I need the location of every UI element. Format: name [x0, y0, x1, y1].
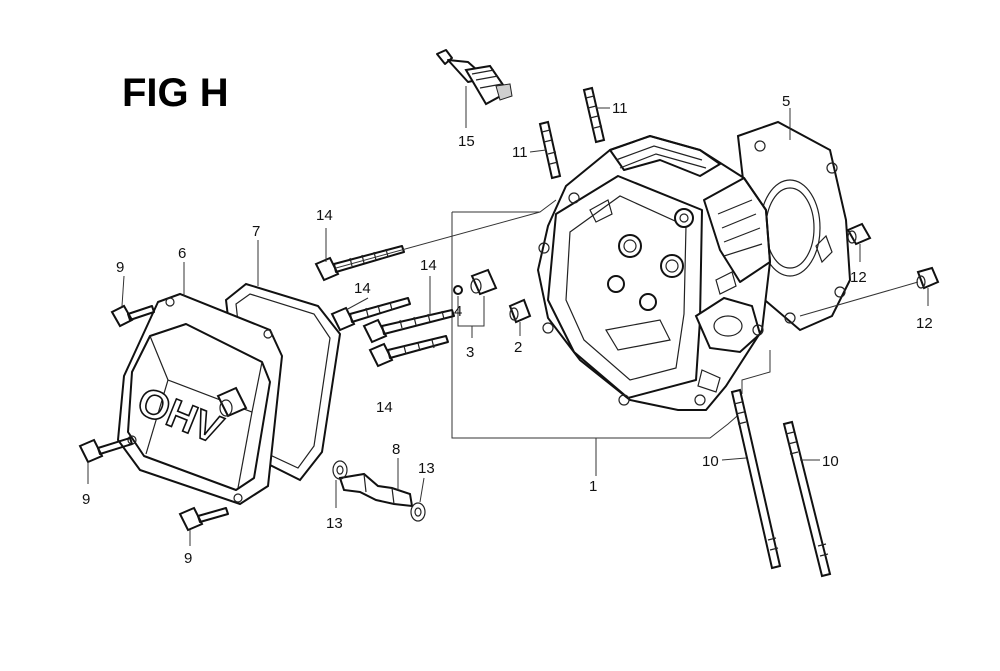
callout-15: 15: [458, 133, 475, 150]
callout-3: 3: [466, 344, 474, 361]
callout-6: 6: [178, 245, 186, 262]
spark-plug: [436, 49, 513, 106]
callout-14-c: 14: [420, 257, 437, 274]
callout-1: 1: [589, 478, 597, 495]
cover-bolts: [78, 304, 229, 532]
callout-10-left: 10: [702, 453, 719, 470]
long-studs: [730, 388, 832, 578]
callout-4: 4: [454, 303, 462, 320]
breather-pin-set: [453, 268, 498, 296]
callout-9-bottom: 9: [184, 550, 192, 567]
callout-9-middle: 9: [82, 491, 90, 508]
callout-13-right: 13: [418, 460, 435, 477]
head-dowel: [508, 298, 532, 324]
callout-12-upper: 12: [850, 269, 867, 286]
callout-12-lower: 12: [916, 315, 933, 332]
cylinder-head: [536, 134, 772, 411]
figure-title: FIG H: [122, 71, 229, 115]
head-cover: OHV: [116, 292, 284, 506]
callout-2: 2: [514, 339, 522, 356]
callout-11-upper: 11: [612, 100, 628, 117]
head-bolts: [314, 245, 455, 368]
breather-tube: [338, 472, 414, 508]
callout-11-lower: 11: [512, 144, 528, 161]
callout-14-a: 14: [316, 207, 333, 224]
callout-14-b: 14: [354, 280, 371, 297]
callout-9-top: 9: [116, 259, 124, 276]
callout-5: 5: [782, 93, 790, 110]
stud-bolts: [538, 86, 606, 180]
callout-10-right: 10: [822, 453, 839, 470]
callout-13-left: 13: [326, 515, 343, 532]
callout-14-d: 14: [376, 399, 393, 416]
callout-8: 8: [392, 441, 400, 458]
callout-7: 7: [252, 223, 260, 240]
hose-clamps: [332, 460, 426, 522]
